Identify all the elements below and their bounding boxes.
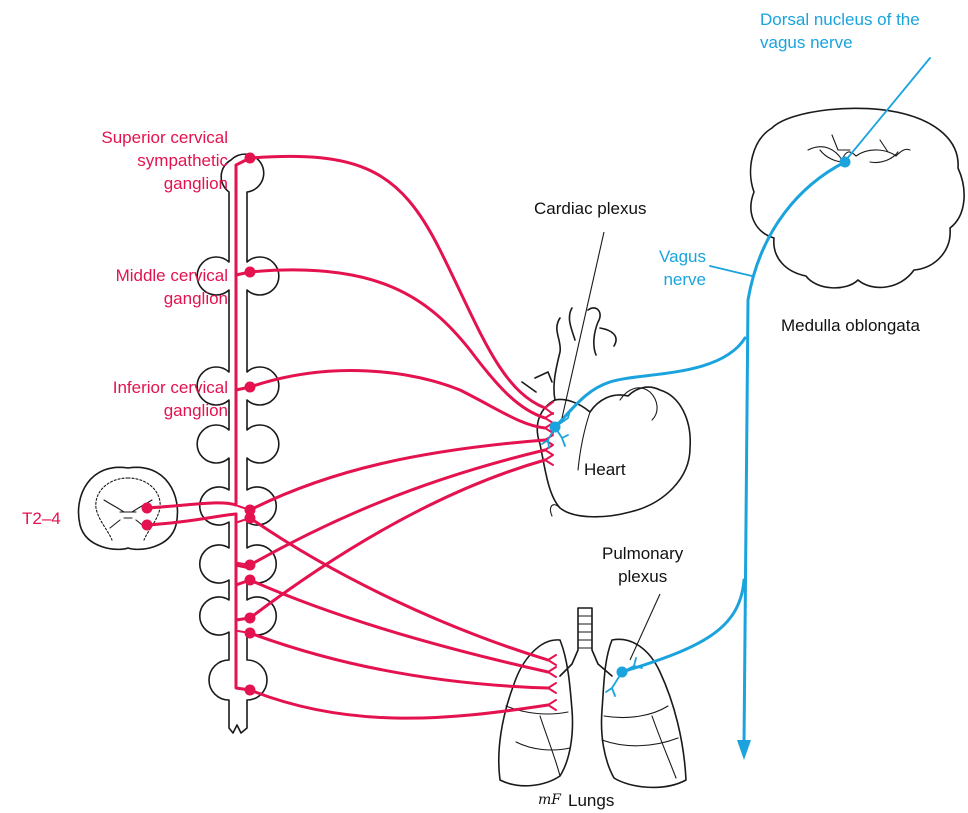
- sympathetic-neuron-cells: [142, 153, 256, 696]
- vagus-nerve-line-1: Vagus: [659, 245, 706, 268]
- superior-ganglion-line-3: ganglion: [101, 172, 228, 195]
- middle-cervical-ganglion-label: Middle cervical ganglion: [116, 264, 228, 310]
- cardiac-plexus-label: Cardiac plexus: [534, 197, 646, 220]
- inferior-ganglion-line-2: ganglion: [113, 399, 228, 422]
- parasympathetic-neuron-cells: [550, 157, 851, 678]
- dorsal-nucleus-line-2: vagus nerve: [760, 31, 920, 54]
- pulmonary-plexus-line-1: Pulmonary: [602, 542, 683, 565]
- sympathetic-chain: [197, 154, 279, 733]
- dorsal-nucleus-label: Dorsal nucleus of the vagus nerve: [760, 8, 920, 54]
- medulla-oblongata-label: Medulla oblongata: [781, 314, 920, 337]
- inferior-cervical-ganglion-label: Inferior cervical ganglion: [113, 376, 228, 422]
- inferior-ganglion-line-1: Inferior cervical: [113, 376, 228, 399]
- pulmonary-plexus-line-2: plexus: [602, 565, 683, 588]
- lungs-outline: [499, 608, 686, 787]
- superior-ganglion-line-2: sympathetic: [101, 149, 228, 172]
- medulla-oblongata-outline: [751, 108, 965, 288]
- spinal-segment-label: T2–4: [22, 507, 61, 530]
- vagus-arrowhead: [737, 740, 751, 760]
- pulmonary-plexus-label: Pulmonary plexus: [602, 542, 683, 588]
- dorsal-nucleus-line-1: Dorsal nucleus of the: [760, 8, 920, 31]
- vagus-nerve-label: Vagus nerve: [659, 245, 706, 291]
- middle-ganglion-line-1: Middle cervical: [116, 264, 228, 287]
- lungs-label: Lungs: [568, 789, 614, 812]
- dorsal-nucleus-leader: [846, 58, 930, 160]
- vagus-leader: [710, 266, 752, 276]
- heart-outline: [522, 308, 690, 517]
- superior-ganglion-line-1: Superior cervical: [101, 126, 228, 149]
- heart-label: Heart: [584, 458, 626, 481]
- middle-ganglion-line-2: ganglion: [116, 287, 228, 310]
- artist-signature: mF: [538, 789, 561, 812]
- superior-cervical-ganglion-label: Superior cervical sympathetic ganglion: [101, 126, 228, 195]
- vagus-nerve-line-2: nerve: [659, 268, 706, 291]
- sympathetic-pathways: [147, 156, 556, 718]
